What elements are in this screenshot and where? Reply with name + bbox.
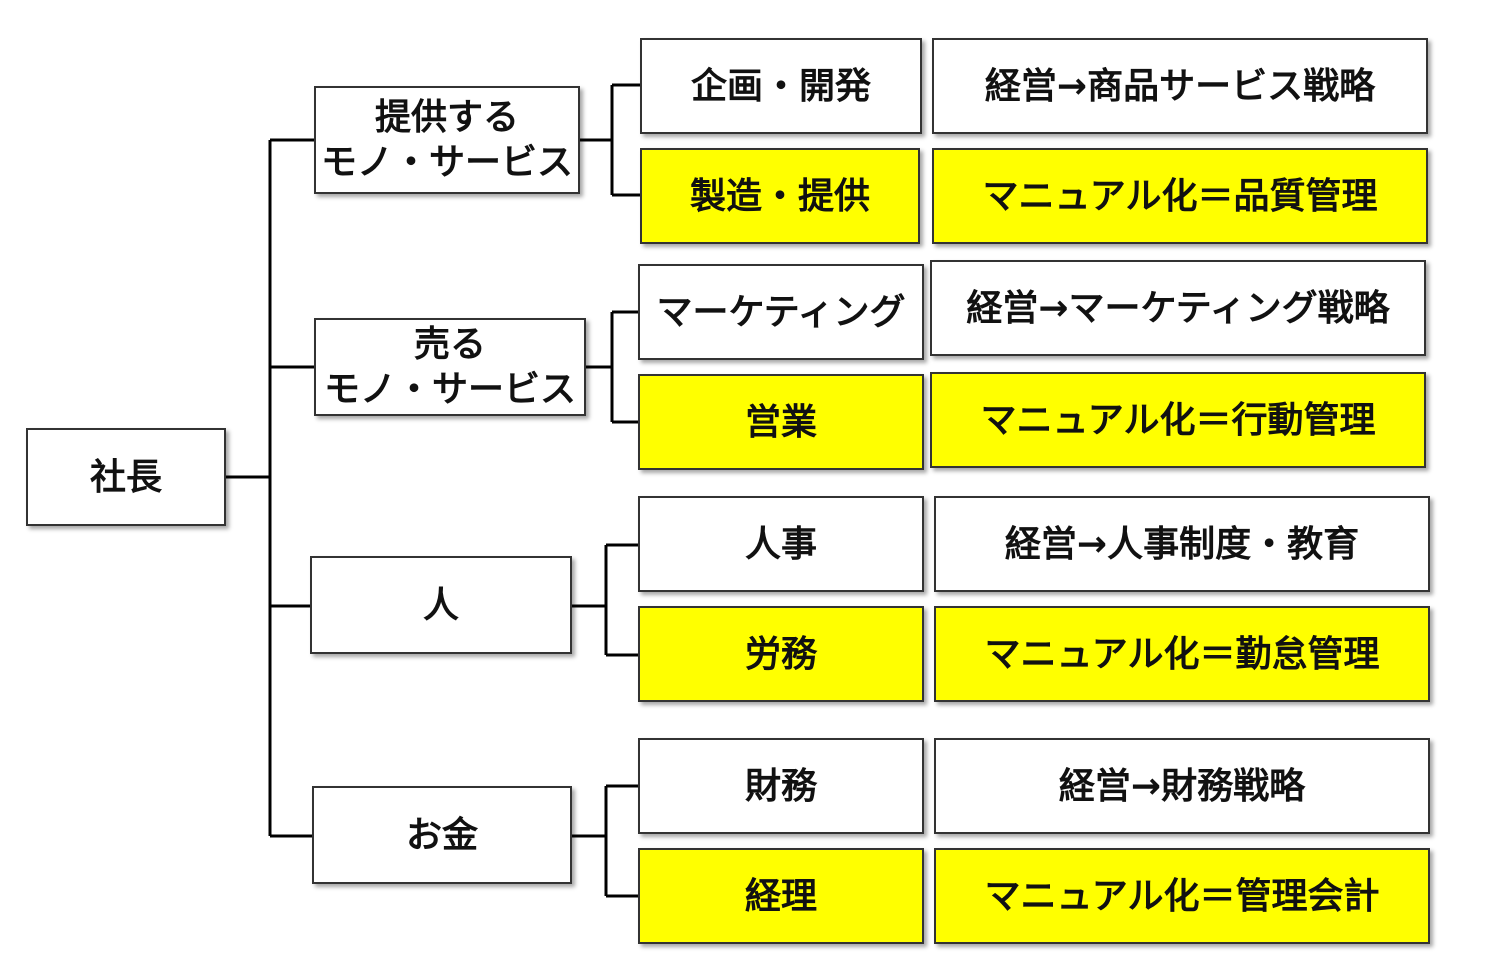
branch-box-products: 提供する モノ・サービス xyxy=(314,86,580,194)
function-label: 人事 xyxy=(744,523,817,565)
policy-label: マニュアル化＝勤怠管理 xyxy=(984,633,1380,675)
function-box-labor: 労務 xyxy=(638,606,924,702)
policy-box-quality-control: マニュアル化＝品質管理 xyxy=(932,148,1428,244)
policy-box-hr-system: 経営→人事制度・教育 xyxy=(934,496,1430,592)
policy-label: 経営→マーケティング戦略 xyxy=(966,287,1390,329)
branch-label-line: モノ・サービス xyxy=(320,142,573,183)
branch-box-sales: 売る モノ・サービス xyxy=(314,318,586,416)
policy-label: マニュアル化＝品質管理 xyxy=(982,175,1378,217)
root-box: 社長 xyxy=(26,428,226,526)
function-label: 財務 xyxy=(744,765,817,807)
policy-box-marketing-strategy: 経営→マーケティング戦略 xyxy=(930,260,1426,356)
function-box-accounting: 経理 xyxy=(638,848,924,944)
policy-label: 経営→財務戦略 xyxy=(1058,765,1306,807)
function-box-sales: 営業 xyxy=(638,374,924,470)
function-label: 労務 xyxy=(744,633,817,675)
branch-label-line: モノ・サービス xyxy=(323,369,576,410)
root-label: 社長 xyxy=(89,456,162,498)
function-label: 企画・開発 xyxy=(690,65,871,107)
branch-label-line: 提供する xyxy=(374,97,519,138)
policy-label: 経営→商品サービス戦略 xyxy=(984,65,1376,107)
branch-box-money: お金 xyxy=(312,786,572,884)
policy-box-behavior-management: マニュアル化＝行動管理 xyxy=(930,372,1426,468)
branch-box-people: 人 xyxy=(310,556,572,654)
policy-box-management-accounting: マニュアル化＝管理会計 xyxy=(934,848,1430,944)
policy-label: マニュアル化＝管理会計 xyxy=(984,875,1380,917)
policy-box-product-strategy: 経営→商品サービス戦略 xyxy=(932,38,1428,134)
function-label: マーケティング xyxy=(656,291,906,333)
function-label: 製造・提供 xyxy=(689,175,870,217)
function-box-planning: 企画・開発 xyxy=(640,38,922,134)
policy-box-attendance-management: マニュアル化＝勤怠管理 xyxy=(934,606,1430,702)
function-box-finance: 財務 xyxy=(638,738,924,834)
policy-box-finance-strategy: 経営→財務戦略 xyxy=(934,738,1430,834)
function-box-manufacturing: 製造・提供 xyxy=(640,148,920,244)
branch-label-line: 売る xyxy=(413,324,486,365)
branch-label-line: 人 xyxy=(422,584,459,626)
branch-label-line: お金 xyxy=(405,814,478,856)
policy-label: 経営→人事制度・教育 xyxy=(1004,523,1360,565)
function-box-hr: 人事 xyxy=(638,496,924,592)
function-label: 営業 xyxy=(744,401,817,443)
function-label: 経理 xyxy=(744,875,817,917)
function-box-marketing: マーケティング xyxy=(638,264,924,360)
policy-label: マニュアル化＝行動管理 xyxy=(980,399,1376,441)
